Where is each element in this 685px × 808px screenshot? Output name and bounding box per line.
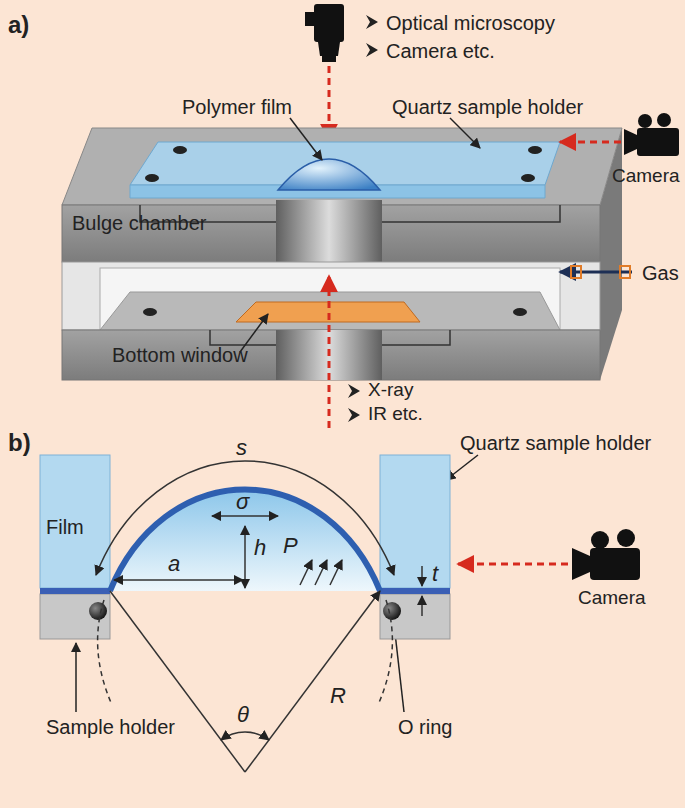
bulge-chamber [276,200,382,262]
part-label: IR etc. [368,404,423,425]
top-camera-icon [305,4,344,62]
left-holder [40,594,110,639]
side-camera-icon [624,113,679,156]
bullet-arrows [348,408,360,422]
dimension-marks [212,515,278,517]
part-label: R [330,684,346,708]
top-camera-icon [314,4,344,42]
dimension-marks [221,732,269,740]
camera-icon-b [572,529,640,580]
bulge-chamber [513,308,527,316]
dimension-marks [98,600,112,705]
camera-icon-b [572,548,590,580]
dimension-marks [378,600,392,705]
quartz-plate [528,146,542,154]
leader-lines [290,118,322,160]
part-label: Bulge chamber [72,212,207,234]
camera-view-arrow [458,563,568,566]
top-camera-icon [322,56,336,62]
camera-icon-b [590,548,640,580]
part-label: Bottom window [112,344,248,366]
part-label: Polymer film [182,96,292,118]
gas-inlet [571,266,581,278]
bullet-arrows [366,15,378,29]
right-holder [383,602,401,620]
bulge-chamber [62,262,600,330]
leader-lines [446,455,478,480]
left-holder [40,455,110,639]
left-holder [40,588,110,594]
right-holder [380,588,450,594]
bullet-arrows [348,384,360,398]
part-label: a) [8,12,29,38]
xray-path-arrow [328,276,331,428]
dimension-marks [110,591,245,772]
part-label: Camera etc. [386,40,495,62]
part-label: Film [46,516,84,538]
part-label: Camera [612,166,680,187]
bulge-chamber [62,128,622,380]
dimension-marks [300,560,312,585]
part-label: Sample holder [46,716,175,738]
dimension-marks [245,591,380,772]
part-label: O ring [398,716,452,738]
left-holder [89,602,107,620]
leader-lines [75,643,77,712]
part-label: Quartz sample holder [392,96,583,118]
bulge-chamber [62,128,622,205]
right-holder [380,455,450,639]
leader-lines [70,118,480,712]
side-camera-icon [657,113,671,127]
bulge-chamber [143,308,157,316]
polymer-dome [278,159,380,190]
part-label: t [432,562,438,586]
dimension-marks [244,526,246,588]
bulge-chamber [62,330,600,380]
part-label: X-ray [368,380,413,401]
side-camera-icon [638,114,652,128]
part-label: Gas [642,262,679,284]
dimension-marks [315,560,327,585]
gas-inlet [560,266,632,278]
part-label: a [168,552,180,576]
quartz-plate [173,146,187,154]
part-label: θ [237,703,249,727]
dimension-marks [421,566,423,586]
top-camera-icon [318,42,340,56]
part-label: Quartz sample holder [460,432,651,454]
film-outline [110,489,380,591]
camera-icon-b [591,531,609,549]
dimension-marks [330,560,342,585]
part-label: Camera [578,588,646,609]
side-camera-icon [637,128,679,156]
quartz-plate [145,174,159,182]
bulge-chamber [100,292,560,330]
part-label: h [254,536,266,560]
bullet-arrows [366,43,378,57]
part-label: P [283,534,298,558]
side-camera-icon [624,129,637,155]
part-label: σ [236,490,249,514]
dimension-marks [114,579,243,581]
gas-inlet [620,266,630,278]
bulged-film [110,489,380,591]
quartz-plate [521,174,535,182]
part-label: b) [8,430,31,456]
leader-lines [450,118,480,148]
camera-icon-b [617,529,635,547]
part-label: s [236,436,247,460]
right-holder [380,594,450,639]
quartz-plate [130,142,560,198]
top-camera-icon [305,12,314,26]
dimension-marks [421,596,423,616]
part-label: Optical microscopy [386,12,555,34]
camera-view-arrow [560,141,621,144]
